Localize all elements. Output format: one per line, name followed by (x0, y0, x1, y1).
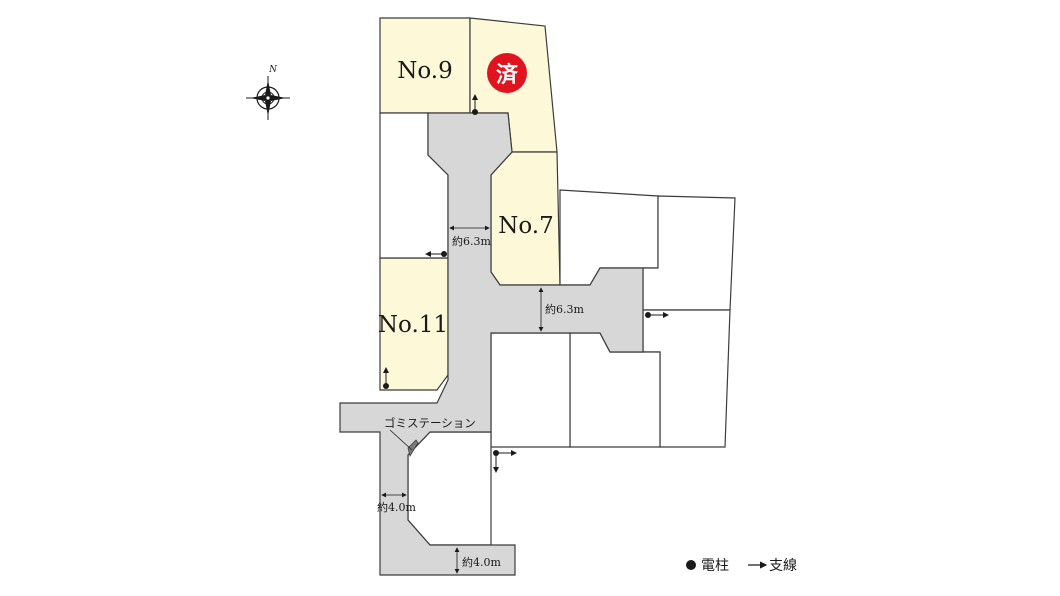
pole-1 (472, 94, 478, 115)
pole-3 (383, 367, 389, 389)
lot-southwest[interactable] (407, 431, 492, 546)
legend-guy-wire-label: 支線 (769, 558, 797, 574)
lot-9-label: No.9 (397, 58, 453, 84)
private-road (339, 112, 644, 576)
road-width-exit-label: 約4.0m (462, 555, 501, 569)
pole-4 (645, 312, 669, 318)
garbage-station-label: ゴミステーション (384, 416, 476, 430)
garbage-station-leader (389, 429, 413, 451)
lot-7-label: No.7 (498, 213, 554, 239)
pole-2 (425, 251, 447, 257)
road-width-upper-label: 約6.3m (452, 234, 491, 248)
lot-south-a[interactable] (490, 332, 571, 448)
pole-5 (493, 450, 517, 473)
garbage-station-mark (407, 439, 419, 458)
sold-badge-text: 済 (496, 62, 519, 88)
sold-badge (487, 53, 527, 93)
road-width-lower-label: 約4.0m (377, 500, 416, 514)
lot-11-label: No.11 (378, 312, 448, 338)
compass-icon (246, 76, 290, 120)
road-width-middle-label: 約6.3m (545, 302, 584, 316)
legend-pole-label: 電柱 (701, 558, 729, 574)
compass-north-label: N (268, 65, 278, 75)
legend-pole-icon (686, 560, 696, 570)
